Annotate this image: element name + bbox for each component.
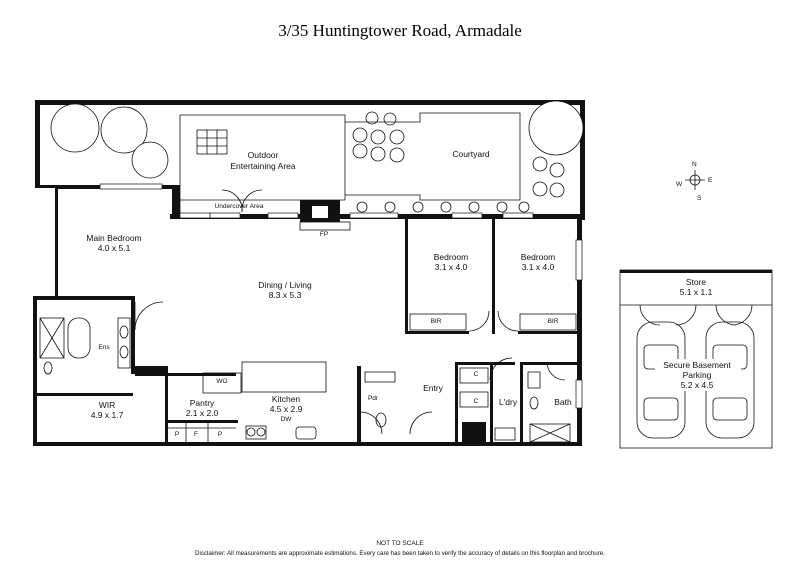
compass-w: W [676, 181, 683, 188]
trees [50, 100, 584, 179]
not-to-scale: NOT TO SCALE [376, 540, 424, 547]
compass-icon: N S E W [676, 161, 713, 202]
kitchen-label: Kitchen [272, 394, 301, 404]
bedroom-2-dim: 3.1 x 4.0 [435, 262, 468, 272]
entry-label: Entry [423, 383, 444, 393]
outdoor-entertaining-area: Outdoor Entertaining Area Undercover Are… [179, 114, 346, 215]
pantry-dim: 2.1 x 2.0 [186, 408, 219, 418]
bir-2-label: BIR [431, 318, 442, 325]
pdr-label: Pdr [368, 395, 379, 402]
wo-label: WO [216, 378, 227, 385]
bir-3-label: BIR [548, 318, 559, 325]
disclaimer: Disclaimer: All measurements are approxi… [195, 550, 605, 557]
c-label-2: C [474, 398, 479, 405]
store-label: Store [686, 277, 707, 287]
ldry-label: L'dry [499, 397, 518, 407]
parking-label: Parking [683, 370, 712, 380]
p-label-2: P [218, 431, 222, 438]
bedroom-2-label: Bedroom [434, 252, 469, 262]
bath-label: Bath [554, 397, 572, 407]
dw-label: DW [281, 416, 293, 423]
page-title: 3/35 Huntingtower Road, Armadale [278, 21, 522, 40]
bedroom-3-label: Bedroom [521, 252, 556, 262]
outdoor-label: Outdoor [248, 150, 279, 160]
courtyard-label: Courtyard [452, 149, 490, 159]
undercover-label: Undercover Area [215, 203, 264, 210]
compass-n: N [692, 161, 697, 168]
room-labels: Main Bedroom 4.0 x 5.1 Dining / Living 8… [86, 231, 572, 438]
bbq-grid [196, 129, 228, 155]
windows [99, 183, 583, 409]
wir-dim: 4.9 x 1.7 [91, 410, 124, 420]
kitchen-dim: 4.5 x 2.9 [270, 404, 303, 414]
dining-living-dim: 8.3 x 5.3 [269, 290, 302, 300]
dining-living-label: Dining / Living [258, 280, 312, 290]
store-dim: 5.1 x 1.1 [680, 287, 713, 297]
c-label-1: C [474, 371, 479, 378]
main-bedroom-label: Main Bedroom [86, 233, 141, 243]
courtyard: Courtyard [345, 111, 565, 213]
pavers [352, 111, 565, 213]
entertaining-label: Entertaining Area [230, 161, 295, 171]
secure-basement-label: Secure Basement [663, 360, 731, 370]
ens-label: Ens [98, 344, 110, 351]
main-bedroom-dim: 4.0 x 5.1 [98, 243, 131, 253]
parking-dim: 5.2 x 4.5 [681, 380, 714, 390]
fixtures [39, 313, 577, 443]
bedroom-3-dim: 3.1 x 4.0 [522, 262, 555, 272]
p-label-1: P [175, 431, 179, 438]
compass-e: E [708, 177, 713, 184]
basement: Store 5.1 x 1.1 Secure Basement Parking … [619, 269, 773, 449]
doors [134, 301, 566, 435]
fp-label: FP [320, 231, 328, 238]
f-label: F [194, 431, 198, 438]
pantry-label: Pantry [190, 398, 215, 408]
compass-s: S [697, 195, 702, 202]
wir-label: WIR [99, 400, 116, 410]
